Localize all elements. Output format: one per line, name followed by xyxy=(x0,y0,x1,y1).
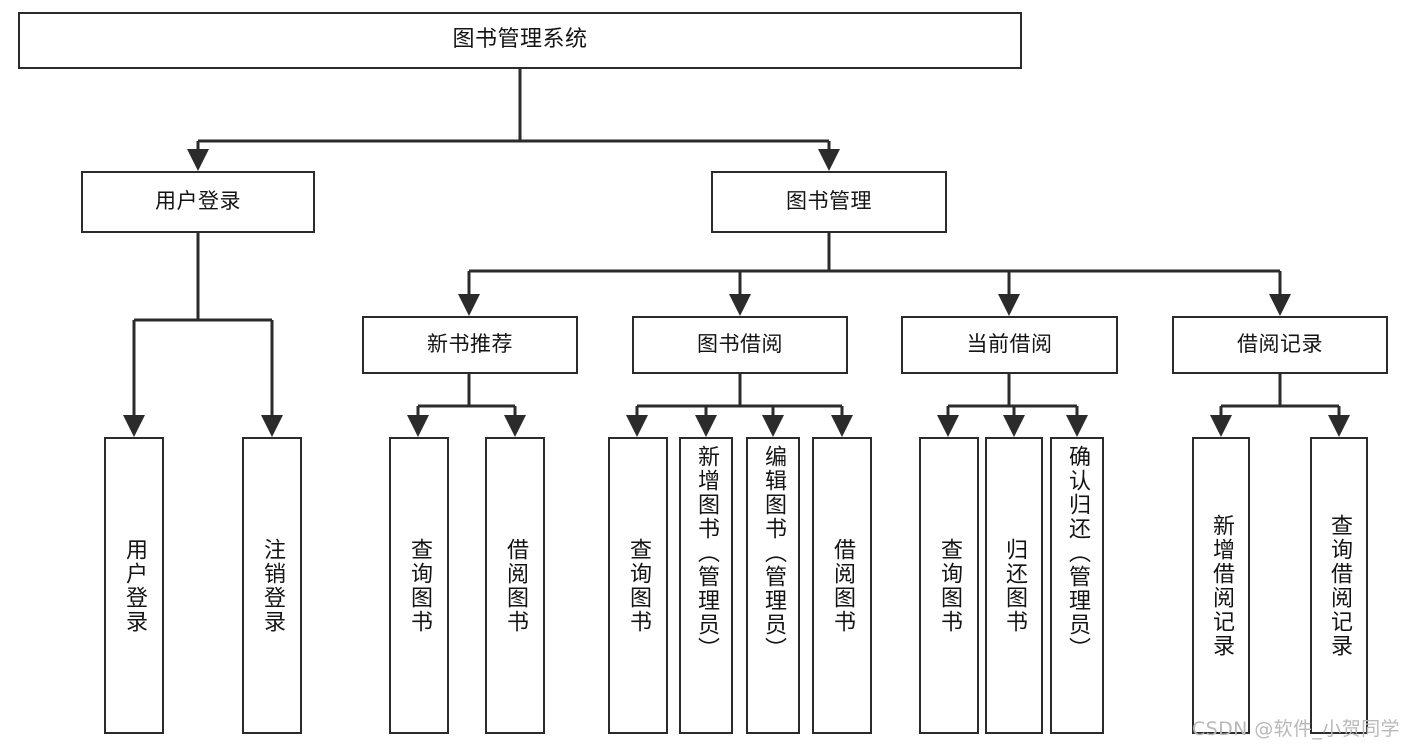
node-leaf-return-book-label: 归还图书 xyxy=(1001,537,1027,634)
node-user-login[interactable]: 用户登录 xyxy=(81,171,315,233)
node-leaf-add-record-label: 新增借阅记录 xyxy=(1208,513,1234,658)
node-book-manage-label: 图书管理 xyxy=(786,189,872,214)
node-root-label: 图书管理系统 xyxy=(452,27,588,53)
node-leaf-query-book-3[interactable]: 查询图书 xyxy=(919,437,979,734)
node-current-borrow[interactable]: 当前借阅 xyxy=(901,316,1118,374)
node-root[interactable]: 图书管理系统 xyxy=(18,12,1022,69)
node-leaf-query-book-2-label: 查询图书 xyxy=(625,537,651,634)
node-leaf-edit-book-label: 编辑图书（管理员） xyxy=(760,445,786,661)
node-book-borrow-label: 图书借阅 xyxy=(697,332,783,357)
node-book-borrow[interactable]: 图书借阅 xyxy=(632,316,848,374)
node-leaf-borrow-book-2-label: 借阅图书 xyxy=(829,537,855,634)
node-new-book-rec[interactable]: 新书推荐 xyxy=(362,316,578,374)
node-book-manage[interactable]: 图书管理 xyxy=(711,171,947,233)
node-leaf-borrow-book-1[interactable]: 借阅图书 xyxy=(485,437,545,734)
node-leaf-query-book-1-label: 查询图书 xyxy=(406,537,432,634)
node-leaf-user-login[interactable]: 用户登录 xyxy=(104,437,164,734)
node-leaf-query-book-1[interactable]: 查询图书 xyxy=(389,437,449,734)
node-leaf-borrow-book-1-label: 借阅图书 xyxy=(502,537,528,634)
node-borrow-record-label: 借阅记录 xyxy=(1237,332,1323,357)
node-leaf-query-record-label: 查询借阅记录 xyxy=(1326,513,1352,658)
node-leaf-add-record[interactable]: 新增借阅记录 xyxy=(1192,437,1250,734)
node-user-login-label: 用户登录 xyxy=(155,189,241,214)
node-leaf-confirm-return-label: 确认归还（管理员） xyxy=(1064,445,1090,661)
node-leaf-confirm-return[interactable]: 确认归还（管理员） xyxy=(1050,437,1104,734)
csdn-watermark: CSDN @软件_小贺同学 xyxy=(1192,718,1400,740)
node-leaf-borrow-book-2[interactable]: 借阅图书 xyxy=(812,437,872,734)
node-leaf-user-logout[interactable]: 注销登录 xyxy=(242,437,302,734)
node-leaf-user-login-label: 用户登录 xyxy=(121,537,147,634)
node-leaf-add-book-label: 新增图书（管理员） xyxy=(693,445,719,661)
node-leaf-edit-book[interactable]: 编辑图书（管理员） xyxy=(746,437,800,734)
node-leaf-query-book-3-label: 查询图书 xyxy=(936,537,962,634)
node-leaf-add-book[interactable]: 新增图书（管理员） xyxy=(679,437,733,734)
node-leaf-user-logout-label: 注销登录 xyxy=(259,537,285,634)
node-new-book-rec-label: 新书推荐 xyxy=(427,332,513,357)
node-leaf-query-book-2[interactable]: 查询图书 xyxy=(608,437,668,734)
node-leaf-return-book[interactable]: 归还图书 xyxy=(985,437,1043,734)
node-borrow-record[interactable]: 借阅记录 xyxy=(1172,316,1388,374)
node-current-borrow-label: 当前借阅 xyxy=(966,332,1053,357)
node-leaf-query-record[interactable]: 查询借阅记录 xyxy=(1310,437,1368,734)
